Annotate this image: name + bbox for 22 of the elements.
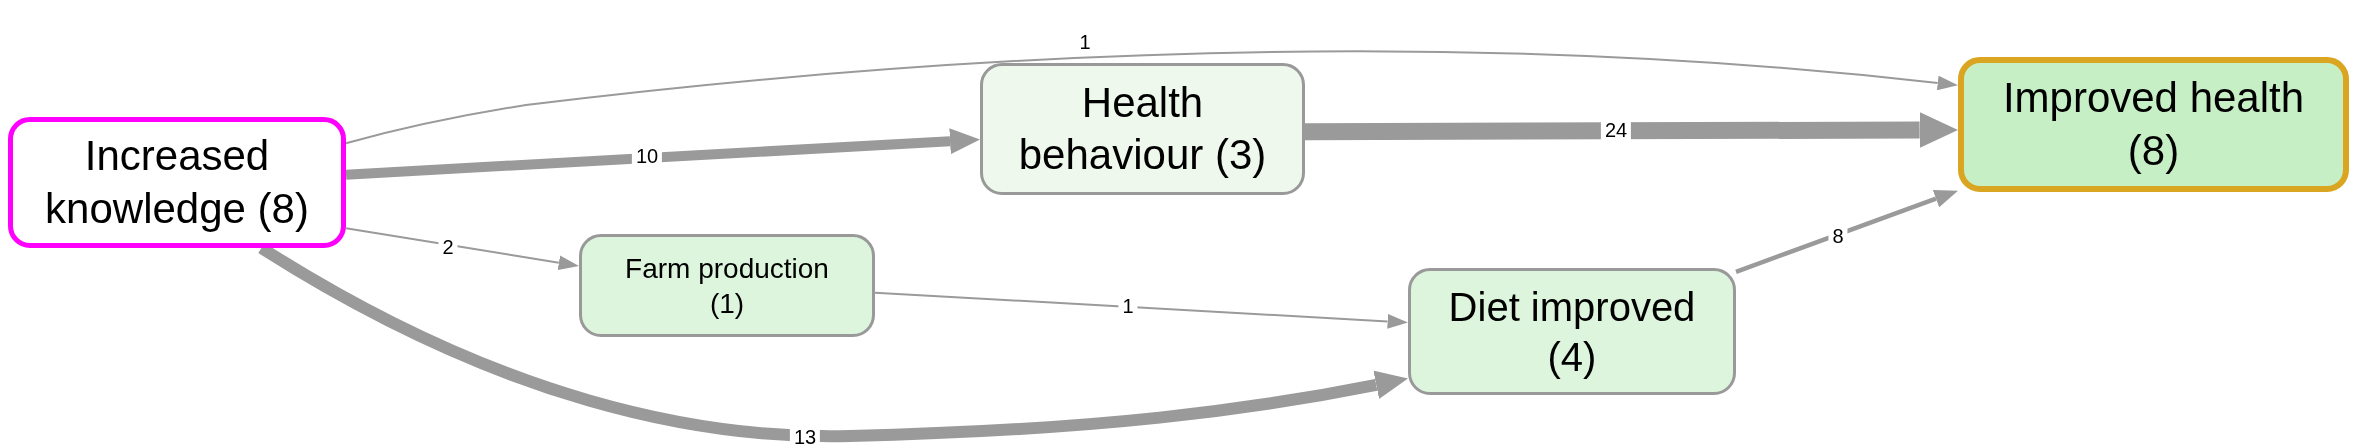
edge-label: 8 [1828,226,1848,246]
edge-label: 1 [1118,296,1138,316]
process-box [980,63,1305,195]
process-box [579,234,875,337]
arrow [874,291,1408,329]
arrow [1304,112,1958,148]
edge-label: 2 [438,237,458,257]
arrow [1735,190,1958,274]
node-label: Farm production (1) [624,251,830,321]
arrow [345,227,579,270]
node-label: Diet improved (4) [1447,283,1697,381]
node-label: Improved health (8) [2001,73,2306,176]
node-label: Increased knowledge (8) [44,131,310,234]
arrow [345,50,1959,145]
edge-label: 24 [1600,120,1632,140]
edge-label: 10 [631,146,663,166]
arrow [345,128,980,180]
process-box [1958,57,2349,192]
process-box [1408,268,1736,395]
edge-label: 13 [789,427,821,447]
node-label: Health behaviour (3) [1017,77,1268,180]
process-box [8,117,346,248]
